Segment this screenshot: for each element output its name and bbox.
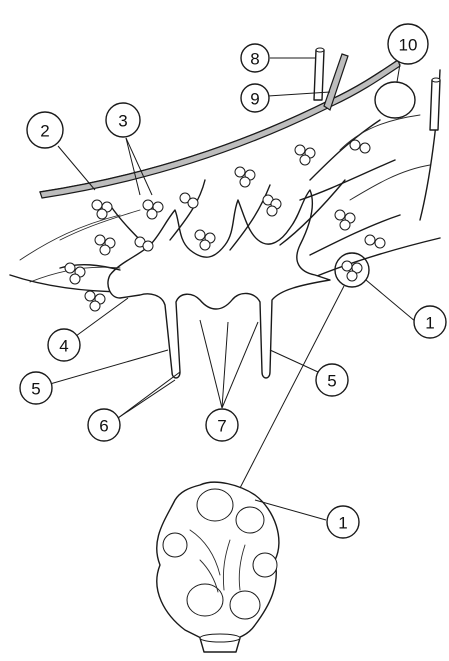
- callout-6: 6: [88, 409, 120, 441]
- svg-text:5: 5: [31, 380, 40, 399]
- svg-text:3: 3: [118, 112, 127, 131]
- connective-line-5: [350, 165, 430, 200]
- acini-cluster-3: [180, 193, 198, 208]
- svg-text:2: 2: [40, 122, 49, 141]
- callout-10: 10: [388, 24, 428, 64]
- leader-6b: [118, 372, 180, 418]
- callout-9: 9: [241, 84, 269, 112]
- leader-3b: [126, 138, 152, 195]
- callout-4: 4: [48, 329, 80, 361]
- callout-7: 7: [206, 409, 238, 441]
- callout-5-left: 5: [20, 372, 52, 404]
- leader-2: [58, 146, 95, 190]
- acini-cluster-7: [95, 235, 115, 255]
- svg-text:1: 1: [338, 514, 347, 533]
- callout-8: 8: [241, 44, 269, 72]
- acini-cluster-9: [85, 291, 105, 311]
- acini-cluster-8: [65, 263, 85, 284]
- acini-cluster-6: [350, 140, 370, 153]
- callout-1-bottom: 1: [327, 506, 359, 538]
- leader-5b: [270, 350, 318, 372]
- leader-1-top: [366, 280, 416, 322]
- svg-text:1: 1: [425, 314, 434, 333]
- acini-cluster-1: [92, 200, 112, 219]
- svg-text:5: 5: [327, 372, 336, 391]
- svg-text:10: 10: [399, 36, 418, 55]
- acini-cluster-4: [235, 167, 255, 187]
- structure-10: [375, 82, 415, 118]
- vessel-right: [430, 80, 440, 130]
- inner-duct-e: [310, 215, 400, 255]
- svg-text:6: 6: [99, 417, 108, 436]
- acini-cluster-13: [135, 237, 153, 251]
- magnified-acinus: [157, 482, 279, 652]
- highlighted-acinus: [342, 261, 362, 281]
- acini-cluster-12: [365, 235, 385, 248]
- acini-cluster-2: [143, 200, 163, 219]
- callout-3: 3: [106, 103, 140, 137]
- acini-cluster-10: [195, 230, 215, 250]
- capsule-upper-arc: [40, 60, 398, 192]
- acini-cluster-5: [295, 145, 315, 165]
- acini-cluster-14: [263, 195, 281, 216]
- leader-6a: [118, 380, 175, 418]
- capsule-upper-arc-inner: [40, 60, 400, 198]
- svg-text:8: 8: [250, 50, 259, 69]
- acini-cluster-11: [335, 210, 355, 230]
- vessel-upper-1-opening: [316, 48, 324, 52]
- leader-3a: [126, 138, 140, 195]
- leader-7a: [200, 320, 222, 408]
- svg-text:7: 7: [217, 417, 226, 436]
- callout-1-top: 1: [414, 306, 446, 338]
- callout-2: 2: [27, 112, 63, 148]
- callout-5-right: 5: [316, 364, 348, 396]
- svg-text:9: 9: [250, 90, 259, 109]
- inner-duct-g: [300, 160, 395, 200]
- svg-text:4: 4: [59, 337, 68, 356]
- duct-system: [108, 190, 330, 378]
- vessel-right-opening: [432, 78, 440, 82]
